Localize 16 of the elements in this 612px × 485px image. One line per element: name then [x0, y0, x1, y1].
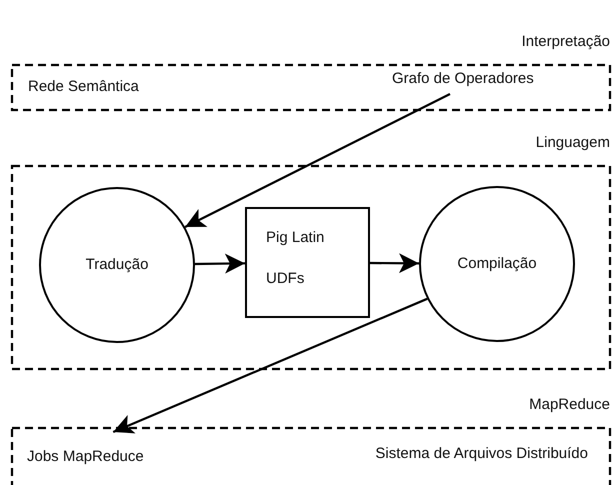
component-box	[245, 207, 370, 318]
process-label: Compilação	[457, 255, 537, 273]
arrow	[184, 93, 450, 228]
arrow	[194, 254, 246, 274]
component-label: UDFs	[266, 270, 304, 288]
process-label: Tradução	[86, 256, 148, 274]
layer-heading: Linguagem	[536, 134, 610, 152]
layer-heading: Interpretação	[522, 33, 610, 51]
layer-item: Rede Semântica	[28, 78, 139, 96]
component-label: Pig Latin	[266, 229, 324, 247]
layer-item: Jobs MapReduce	[27, 448, 144, 466]
layer-heading: MapReduce	[529, 396, 610, 414]
layer-item: Grafo de Operadores	[392, 70, 534, 88]
arrow	[112, 298, 428, 434]
arrow	[370, 253, 420, 274]
layer-item: Sistema de Arquivos Distribuído	[375, 445, 588, 463]
